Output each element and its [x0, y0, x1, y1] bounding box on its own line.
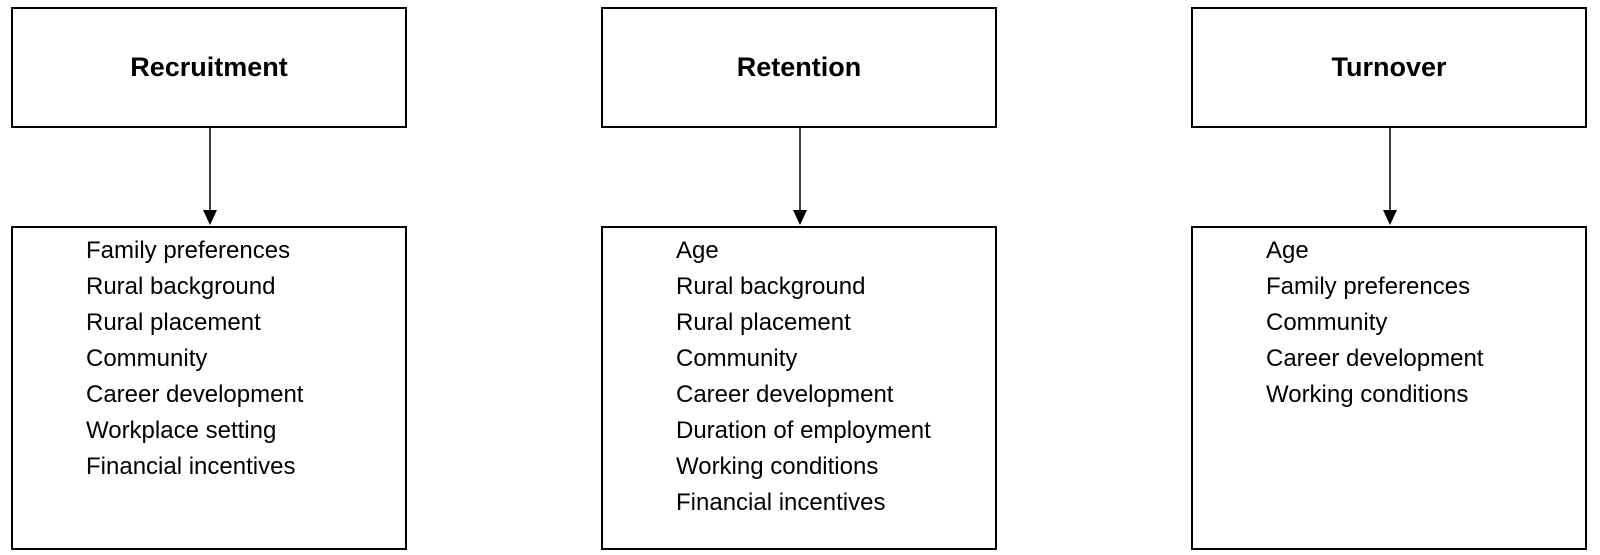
factor-item: Family preferences [1266, 273, 1471, 300]
factor-item: Rural background [676, 273, 866, 300]
header-box-turnover: Turnover [1191, 7, 1587, 128]
factor-item: Rural background [86, 273, 276, 300]
header-box-recruitment: Recruitment [11, 7, 407, 128]
factor-item: Career development [86, 381, 304, 408]
header-box-retention: Retention [601, 7, 997, 128]
factor-list-turnover: Age Family preferences Community Career … [1266, 233, 1483, 413]
factor-box-recruitment: Family preferences Rural background Rura… [11, 226, 407, 550]
header-title-retention: Retention [736, 52, 862, 82]
factor-item: Family preferences [86, 237, 291, 264]
factor-item: Financial incentives [676, 489, 886, 516]
column-turnover: Turnover Age Family preferences Communit… [1191, 0, 1591, 555]
factor-item: Rural placement [86, 309, 261, 336]
factor-item: Working conditions [1266, 381, 1469, 408]
arrow-down-icon [1383, 128, 1397, 225]
arrow-down-icon [793, 128, 807, 225]
factor-box-turnover: Age Family preferences Community Career … [1191, 226, 1587, 550]
factor-item: Financial incentives [86, 453, 296, 480]
factor-box-retention: Age Rural background Rural placement Com… [601, 226, 997, 550]
factor-list-recruitment: Family preferences Rural background Rura… [86, 233, 303, 485]
factor-item: Age [676, 237, 719, 264]
factor-item: Community [86, 345, 208, 372]
factor-item: Career development [1266, 345, 1484, 372]
header-title-recruitment: Recruitment [130, 52, 288, 82]
arrow-down-icon [203, 128, 217, 225]
factor-item: Workplace setting [86, 417, 277, 444]
factor-item: Career development [676, 381, 894, 408]
column-retention: Retention Age Rural background Rural pla… [601, 0, 1001, 555]
factor-item: Rural placement [676, 309, 851, 336]
factor-item: Duration of employment [676, 417, 931, 444]
factor-item: Working conditions [676, 453, 879, 480]
column-recruitment: Recruitment Family preferences Rural bac… [11, 0, 411, 555]
factor-item: Community [676, 345, 798, 372]
factor-item: Age [1266, 237, 1309, 264]
header-title-turnover: Turnover [1331, 52, 1447, 82]
factor-list-retention: Age Rural background Rural placement Com… [676, 233, 931, 521]
factor-item: Community [1266, 309, 1388, 336]
